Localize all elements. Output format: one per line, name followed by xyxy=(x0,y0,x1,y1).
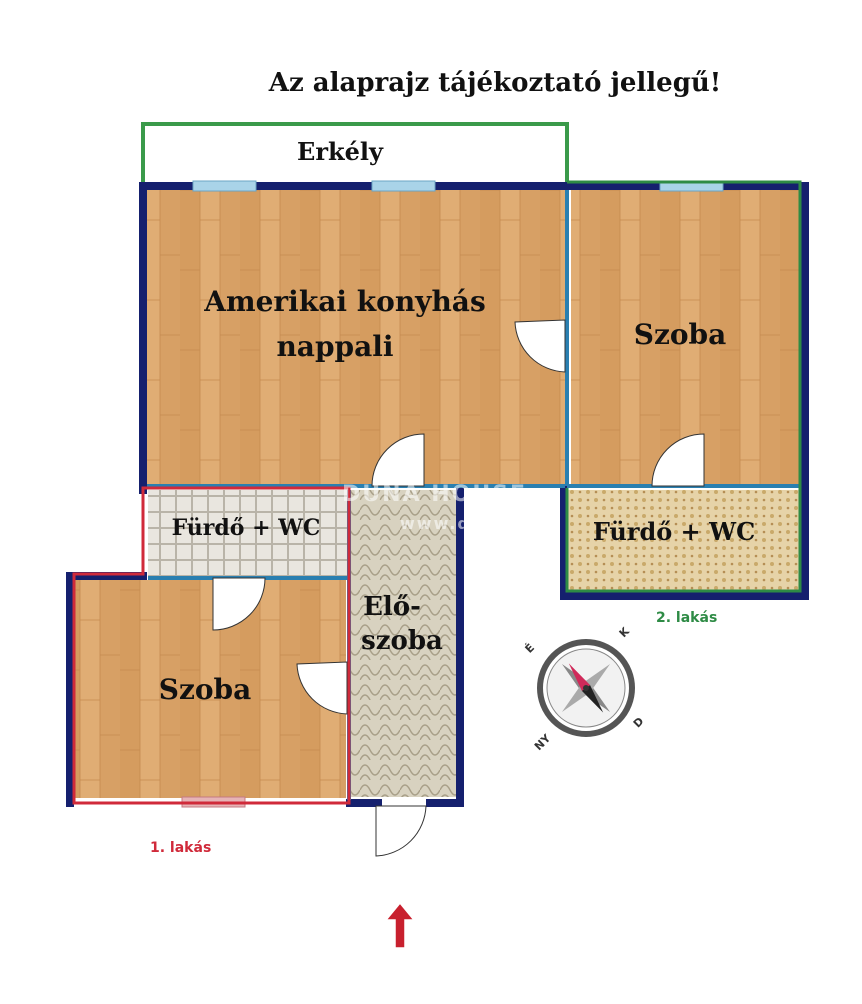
label-szoba-bottom: Szoba xyxy=(158,673,252,706)
watermark-brand: DUNA HOUSE xyxy=(342,482,528,507)
unit2-outline xyxy=(565,180,802,593)
label-nappali-line2: nappali xyxy=(276,330,394,363)
door-swing xyxy=(296,661,348,715)
entrance-arrow-icon xyxy=(384,901,416,949)
label-unit1: 1. lakás xyxy=(150,840,212,856)
top-room-floor xyxy=(571,190,799,486)
label-unit2: 2. lakás xyxy=(656,610,718,626)
label-eloszoba-line2: szoba xyxy=(361,626,443,656)
compass xyxy=(537,639,635,737)
window xyxy=(192,180,257,192)
right-bathroom-floor xyxy=(568,490,800,590)
label-furdo-right: Fürdő + WC xyxy=(592,517,756,546)
door-swings xyxy=(212,319,705,857)
living-room-floor xyxy=(147,190,565,486)
door-swing xyxy=(371,433,425,487)
window xyxy=(371,180,436,192)
door-swing xyxy=(212,577,266,631)
label-szoba-top: Szoba xyxy=(633,318,727,351)
label-eloszoba-line1: Elő- xyxy=(363,592,421,622)
label-nappali-line1: Amerikai konyhás xyxy=(204,285,486,318)
outer-wall xyxy=(66,182,809,807)
bottom-room-floor xyxy=(74,580,346,798)
page-title: Az alaprajz tájékoztató jellegű! xyxy=(268,68,722,98)
door-swing xyxy=(514,319,566,373)
door-swing xyxy=(651,433,705,487)
door-swing xyxy=(375,805,427,857)
unit1-outline xyxy=(72,486,351,805)
hall-floor xyxy=(351,490,457,797)
balcony-outline xyxy=(141,122,569,182)
label-furdo-left: Fürdő + WC xyxy=(171,515,321,541)
left-bathroom-floor xyxy=(148,490,348,576)
watermark-url: www.dh.hu xyxy=(400,514,520,533)
label-erkely: Erkély xyxy=(297,137,383,166)
